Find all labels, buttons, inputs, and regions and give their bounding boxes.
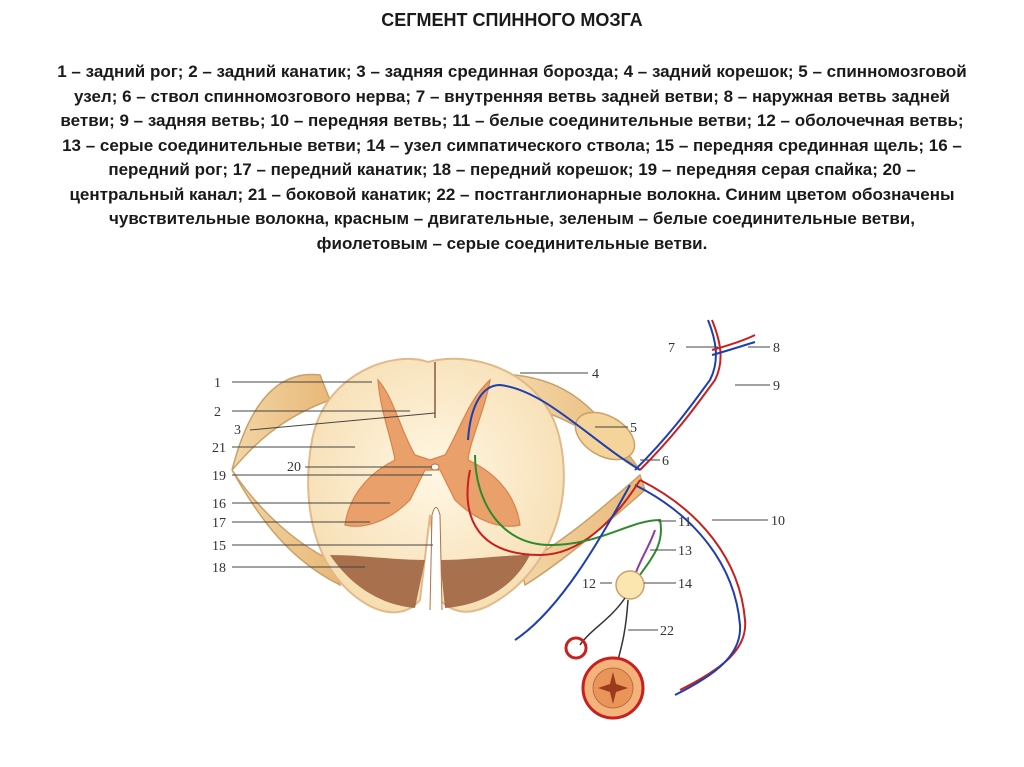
label-15: 15 bbox=[212, 539, 226, 554]
anterior-column-left bbox=[330, 555, 425, 608]
meningeal-branch bbox=[514, 484, 631, 641]
ventral-branch-blue bbox=[634, 484, 742, 696]
anterior-column-right bbox=[440, 555, 530, 608]
label-13: 13 bbox=[678, 544, 692, 559]
small-vessel bbox=[564, 636, 588, 660]
dorsal-branch-blue bbox=[634, 319, 717, 471]
white-ramus-fiber bbox=[474, 454, 662, 576]
dorsal-branch-red bbox=[639, 319, 722, 471]
label-3: 3 bbox=[234, 423, 241, 438]
label-18: 18 bbox=[212, 561, 226, 576]
sympathetic-ganglion bbox=[615, 570, 645, 600]
label-16: 16 bbox=[212, 497, 226, 512]
label-20: 20 bbox=[287, 460, 301, 475]
gray-ramus-fiber bbox=[634, 529, 656, 576]
spinal-cord-white-matter bbox=[307, 357, 565, 614]
gray-matter bbox=[344, 378, 521, 527]
label-21: 21 bbox=[212, 441, 226, 456]
central-canal bbox=[430, 463, 440, 471]
label-11: 11 bbox=[678, 515, 691, 530]
label-22: 22 bbox=[660, 624, 674, 639]
label-9: 9 bbox=[773, 379, 780, 394]
slide-title: СЕГМЕНТ СПИННОГО МОЗГА bbox=[381, 10, 643, 30]
left-ventral-root bbox=[231, 469, 342, 587]
figure-caption: 1 – задний рог; 2 – задний канатик; 3 – … bbox=[57, 62, 967, 253]
label-5: 5 bbox=[630, 421, 637, 436]
spinal-ganglion bbox=[574, 411, 636, 461]
sensory-fiber bbox=[467, 383, 641, 471]
label-17: 17 bbox=[212, 516, 226, 531]
label-14: 14 bbox=[678, 577, 692, 592]
label-4: 4 bbox=[592, 367, 599, 382]
label-2: 2 bbox=[214, 405, 221, 420]
ventral-branch-red bbox=[639, 479, 747, 691]
label-19: 19 bbox=[212, 469, 226, 484]
label-12: 12 bbox=[582, 577, 596, 592]
label-1: 1 bbox=[214, 376, 221, 391]
label-7: 7 bbox=[668, 341, 675, 356]
label-8: 8 bbox=[773, 341, 780, 356]
label-10: 10 bbox=[771, 514, 785, 529]
label-6: 6 bbox=[662, 454, 669, 469]
